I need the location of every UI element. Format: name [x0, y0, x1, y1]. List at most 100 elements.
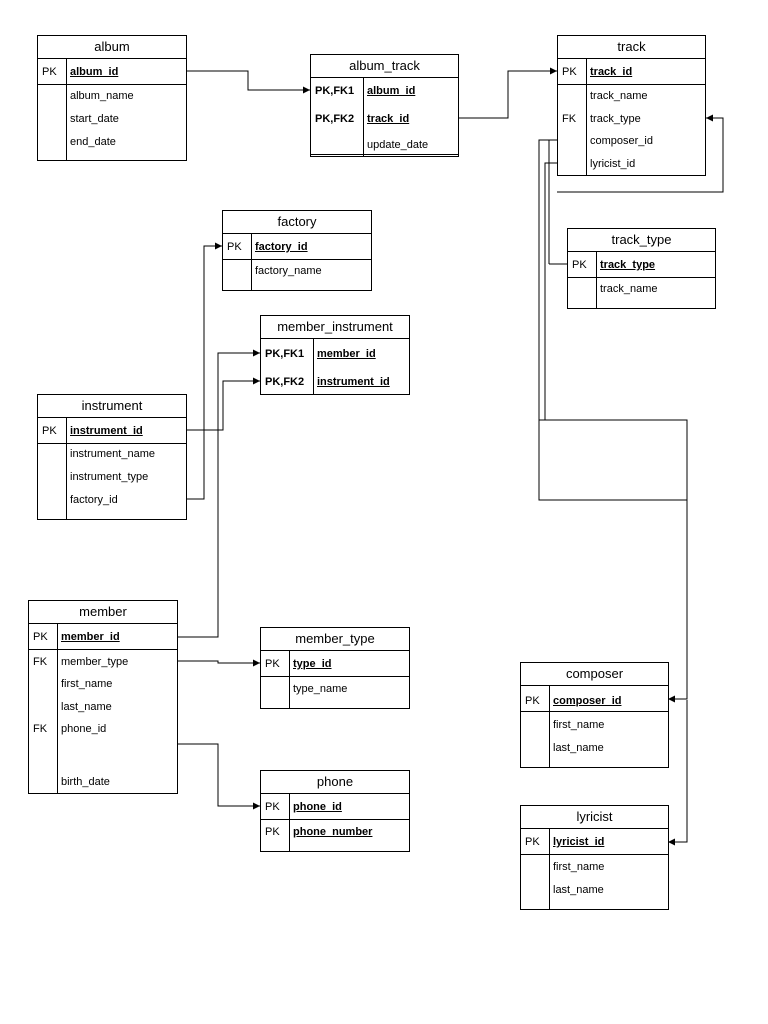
field-album-id: album_id [367, 85, 416, 97]
key-label: PK,FK2 [315, 113, 355, 125]
field-first-name: first_name [61, 678, 113, 690]
section-divider [521, 711, 668, 712]
field-track-id: track_id [590, 66, 633, 78]
table-title: member_type [295, 631, 375, 646]
key-label: PK [265, 801, 280, 813]
key-column-divider [549, 829, 550, 910]
field-instrument-name: instrument_name [70, 448, 155, 460]
key-label: FK [33, 723, 48, 735]
field-first-name: first_name [553, 719, 605, 731]
key-column-divider [289, 794, 290, 852]
key-column-divider [57, 624, 58, 794]
key-label: PK [42, 425, 57, 437]
table-title: phone [316, 774, 354, 789]
key-column-divider [251, 234, 252, 291]
table-title: album [94, 39, 130, 54]
edge-album-album-track [187, 70, 310, 94]
field-instrument-id: instrument_id [317, 376, 390, 388]
table-title: track_type [611, 232, 672, 247]
field-type-id: type_id [293, 658, 332, 670]
edge-album-track-track [459, 67, 557, 119]
key-label: PK [227, 241, 242, 253]
table-title: member [79, 604, 127, 619]
key-column-divider [596, 252, 597, 309]
section-divider [223, 259, 371, 260]
field-lyricist-id: lyricist_id [590, 158, 636, 170]
field-track-id: track_id [367, 113, 410, 125]
edge-track-composer [538, 139, 688, 703]
key-label: PK [265, 658, 280, 670]
edge-member-phone [178, 743, 260, 810]
field-composer-id: composer_id [553, 695, 622, 707]
field-album-name: album_name [70, 90, 134, 102]
table-title: track [617, 39, 646, 54]
field-track-type: track_type [590, 113, 641, 125]
section-divider [521, 854, 668, 855]
key-label: PK [265, 826, 280, 838]
table-title: composer [565, 666, 624, 681]
key-label: PK [525, 836, 540, 848]
key-column-divider [586, 59, 587, 176]
field-start-date: start_date [70, 113, 119, 125]
title-divider [261, 338, 409, 339]
edge-instrument-member-instrument [187, 377, 260, 431]
field-birth-date: birth_date [61, 776, 110, 788]
section-divider [261, 676, 409, 677]
field-instrument-type: instrument_type [70, 471, 149, 483]
edge-track-type-track [557, 114, 724, 193]
field-phone-id: phone_id [293, 801, 342, 813]
field-factory-id: factory_id [255, 241, 308, 253]
title-divider [311, 77, 458, 78]
key-column-divider [549, 686, 550, 768]
key-label: PK [33, 631, 48, 643]
field-instrument-id: instrument_id [70, 425, 143, 437]
section-divider [558, 84, 705, 85]
title-divider [29, 623, 177, 624]
title-divider [521, 685, 668, 686]
title-divider [261, 793, 409, 794]
title-divider [38, 58, 186, 59]
field-factory-id: factory_id [70, 494, 118, 506]
key-label: PK,FK2 [265, 376, 305, 388]
table-title: album_track [349, 58, 420, 73]
field-update-date: update_date [367, 139, 429, 151]
key-column-divider [66, 418, 67, 520]
edge-member-member-instrument [178, 349, 260, 638]
key-column-divider [66, 59, 67, 161]
field-first-name: first_name [553, 861, 605, 873]
key-column-divider [363, 78, 364, 157]
key-label: PK,FK1 [315, 85, 355, 97]
field-factory-name: factory_name [255, 265, 322, 277]
section-divider [38, 84, 186, 85]
key-label: PK,FK1 [265, 348, 305, 360]
title-divider [38, 417, 186, 418]
field-album-id: album_id [70, 66, 119, 78]
field-member-id: member_id [61, 631, 120, 643]
edge-instrument-factory [187, 242, 222, 500]
table-title: member_instrument [277, 319, 393, 334]
title-divider [521, 828, 668, 829]
field-lyricist-id: lyricist_id [553, 836, 605, 848]
key-label: PK [572, 259, 587, 271]
key-label: FK [33, 656, 48, 668]
title-divider [558, 58, 705, 59]
section-divider [29, 649, 177, 650]
table-title: lyricist [576, 809, 613, 824]
field-composer-id: composer_id [590, 135, 653, 147]
field-track-type: track_type [600, 259, 656, 271]
field-member-id: member_id [317, 348, 376, 360]
title-divider [261, 650, 409, 651]
